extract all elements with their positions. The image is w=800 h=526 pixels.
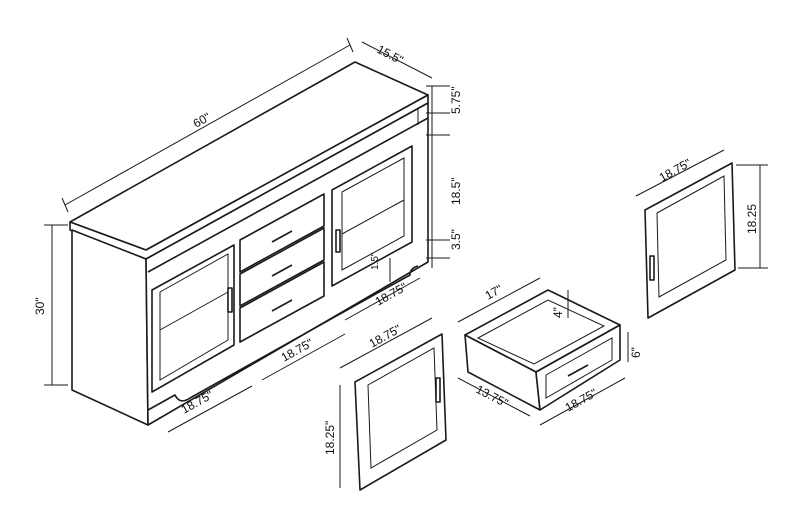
kick-height-label: 1.5": [370, 252, 381, 270]
open-shelf-line: [147, 117, 429, 273]
drawer-1: [239, 193, 325, 273]
drawer-height-label: 6": [629, 347, 643, 358]
overall-width-label: 60": [191, 110, 213, 131]
drawer-depth-label: 17": [483, 282, 505, 303]
left-glass-door: [151, 244, 235, 393]
right-glass-door: [331, 145, 413, 287]
base-kick: [147, 265, 419, 411]
overall-depth-label: 15.5": [375, 42, 406, 67]
loose-right-door-height-label: 18.25: [745, 204, 759, 234]
overall-height-label: 30": [33, 297, 47, 315]
right-door-handle: [335, 229, 341, 253]
loose-left-door: 18.75" 18.25": [323, 317, 447, 491]
top-shelf-height-label: 5.75": [449, 86, 463, 114]
door-height-label: 18.5": [449, 177, 463, 205]
loose-drawer-handle: [567, 364, 589, 377]
drawer-3: [239, 261, 325, 343]
drawer-1-handle: [271, 230, 293, 243]
drawer-inner-height-label: 4": [551, 307, 565, 318]
tv-cabinet: [69, 61, 429, 426]
drawer-2: [239, 227, 325, 307]
cabinet-left-side: [71, 229, 149, 426]
loose-left-door-handle: [435, 377, 441, 403]
loose-right-door-handle: [649, 255, 655, 281]
base-height-label: 3.5": [449, 229, 463, 250]
left-door-handle: [227, 287, 233, 313]
loose-right-door: 18.75" 18.25: [635, 149, 768, 319]
loose-left-door-height-label: 18.25": [323, 421, 337, 455]
loose-drawer: 17" 4" 6" 13.75" 18.75": [457, 277, 643, 426]
loose-left-door-width-label: 18.75": [367, 322, 404, 351]
drawer-2-handle: [271, 264, 293, 277]
loose-right-door-width-label: 18.75": [657, 156, 694, 185]
drawer-3-handle: [271, 299, 293, 312]
